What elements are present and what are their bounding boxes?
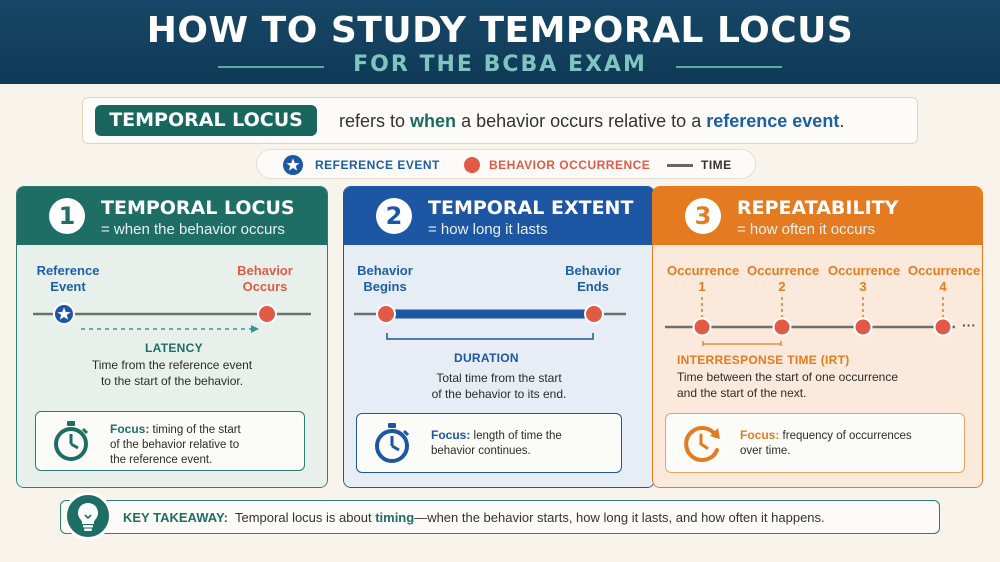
key-takeaway-label: KEY TAKEAWAY: <box>123 510 228 525</box>
panel-header: 1 TEMPORAL LOCUS = when the behavior occ… <box>17 187 327 245</box>
key-takeaway-text-part: —when the behavior starts, how long it l… <box>414 510 825 525</box>
definition-term: TEMPORAL LOCUS <box>95 105 317 136</box>
occurrence-number: 1 <box>698 279 706 294</box>
focus-box: Focus: timing of the start of the behavi… <box>35 411 305 471</box>
occurrence-number: 4 <box>939 279 947 294</box>
focus-text-line: length of time the <box>473 430 562 442</box>
lightbulb-badge <box>64 492 112 540</box>
definition-text-part: refers to <box>339 111 406 131</box>
panel-temporal-locus: 1 TEMPORAL LOCUS = when the behavior occ… <box>16 186 328 488</box>
focus-text: Focus: timing of the start of the behavi… <box>110 422 241 468</box>
definition-text-period: . <box>839 111 845 131</box>
stopwatch-icon <box>54 421 89 461</box>
panel-title: TEMPORAL EXTENT <box>428 197 634 219</box>
panel-body: Behavior Begins Behavior Ends DURATION T… <box>344 245 654 487</box>
definition-text: refers to when a behavior occurs relativ… <box>339 111 844 132</box>
focus-label: Focus: <box>431 428 471 442</box>
panel-subtitle: = how long it lasts <box>428 221 548 238</box>
focus-text-line: the reference event. <box>110 454 213 466</box>
panel-temporal-extent: 2 TEMPORAL EXTENT = how long it lasts Be… <box>343 186 655 488</box>
legend-time-label: TIME <box>701 158 732 172</box>
focus-box: Focus: length of time the behavior conti… <box>356 413 622 473</box>
focus-text-line: timing of the start <box>152 424 241 436</box>
panel-repeatability: 3 REPEATABILITY = how often it occurs Oc… <box>652 186 983 488</box>
focus-text-line: frequency of occurrences <box>782 430 912 442</box>
page-title: HOW TO STUDY TEMPORAL LOCUS <box>146 10 854 51</box>
time-line-icon <box>667 164 693 167</box>
latency-caption: LATENCY <box>145 341 203 355</box>
focus-label: Focus: <box>740 428 780 442</box>
legend: REFERENCE EVENT BEHAVIOR OCCURRENCE TIME <box>256 149 756 179</box>
latency-timeline <box>33 303 311 333</box>
clock-cycle-icon <box>684 426 720 462</box>
definition-highlight-reference: reference event <box>706 111 840 131</box>
focus-text-line: behavior continues. <box>431 445 531 457</box>
stopwatch-icon <box>375 423 410 463</box>
irt-description: Time between the start of one occurrence… <box>677 369 898 401</box>
irt-description-line: Time between the start of one occurrence <box>677 370 899 384</box>
definition-highlight-when: when <box>410 111 457 131</box>
occurrence-text: Occurrence <box>747 263 820 278</box>
definition-text-part: a behavior occurs relative to a <box>461 111 702 131</box>
star-icon <box>283 155 303 175</box>
occurrence-text: Occurrence <box>667 263 740 278</box>
occurrence-number: 3 <box>859 279 867 294</box>
irt-caption: INTERRESPONSE TIME (IRT) <box>677 353 850 367</box>
timeline-ellipsis: ··· <box>962 317 976 333</box>
page-subtitle: FOR THE BCBA EXAM <box>353 52 647 77</box>
key-takeaway-text: KEY TAKEAWAY: Temporal locus is about ti… <box>123 510 825 525</box>
legend-behavior-label: BEHAVIOR OCCURRENCE <box>489 158 651 172</box>
focus-text: Focus: frequency of occurrences over tim… <box>740 428 912 459</box>
lightbulb-icon <box>78 503 98 531</box>
occurrence-text: Occurrence <box>908 263 981 278</box>
latency-description: Time from the reference event to the sta… <box>91 358 253 388</box>
duration-timeline <box>354 304 626 340</box>
red-dot-icon <box>464 157 480 173</box>
key-takeaway-text-part: Temporal locus is about <box>234 510 372 525</box>
definition-box: TEMPORAL LOCUS refers to when a behavior… <box>82 97 918 144</box>
focus-label: Focus: <box>110 422 150 436</box>
panel-number: 2 <box>376 198 412 234</box>
subtitle-rule-right <box>676 66 782 68</box>
irt-description-line: and the start of the next. <box>677 386 807 400</box>
focus-text-line: over time. <box>740 445 791 457</box>
panel-subtitle: = when the behavior occurs <box>101 221 285 238</box>
panel-title: REPEATABILITY <box>737 197 899 219</box>
occurrence-text: Occurrence <box>828 263 901 278</box>
header-banner: HOW TO STUDY TEMPORAL LOCUS FOR THE BCBA… <box>0 0 1000 84</box>
occurrence-number: 2 <box>778 279 786 294</box>
focus-text: Focus: length of time the behavior conti… <box>431 428 562 459</box>
panel-title: TEMPORAL LOCUS <box>101 197 295 219</box>
focus-text-line: of the behavior relative to <box>110 439 240 451</box>
reference-event-label: Reference Event <box>36 263 100 294</box>
panel-header: 2 TEMPORAL EXTENT = how long it lasts <box>344 187 654 245</box>
key-takeaway-box: KEY TAKEAWAY: Temporal locus is about ti… <box>60 500 940 534</box>
key-takeaway-highlight: timing <box>375 510 415 525</box>
behavior-ends-label: Behavior Ends <box>565 263 621 294</box>
panel-header: 3 REPEATABILITY = how often it occurs <box>653 187 982 245</box>
duration-description: Total time from the start of the behavio… <box>431 371 567 401</box>
behavior-occurs-label: Behavior Occurs <box>237 263 293 294</box>
legend-reference-label: REFERENCE EVENT <box>315 158 440 172</box>
irt-timeline <box>665 297 955 346</box>
panel-body: Reference Event Behavior Occurs LATENCY … <box>17 245 327 487</box>
behavior-begins-label: Behavior Begins <box>357 263 413 294</box>
duration-caption: DURATION <box>454 351 519 365</box>
subtitle-rule-left <box>218 66 324 68</box>
panel-number: 1 <box>49 198 85 234</box>
focus-box: Focus: frequency of occurrences over tim… <box>665 413 965 473</box>
panel-subtitle: = how often it occurs <box>737 221 875 238</box>
panel-number: 3 <box>685 198 721 234</box>
